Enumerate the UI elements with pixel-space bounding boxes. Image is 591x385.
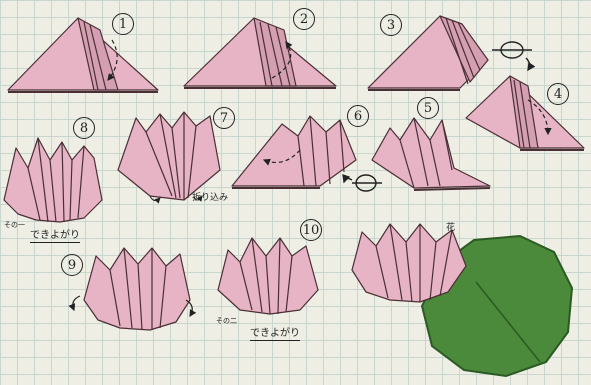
turn-over-symbol-middle: [344, 175, 382, 191]
finished-caption-1: できよがり: [30, 226, 80, 243]
finished-caption-2: できよがり: [250, 324, 300, 341]
step-number-10: 10: [300, 219, 322, 241]
step-number-9: 9: [61, 254, 83, 276]
step-number-1: 1: [112, 13, 134, 35]
flower-label: 花: [446, 220, 455, 233]
step-number-2: 2: [293, 8, 315, 30]
finished-flower: [352, 224, 466, 302]
step-10-figure: [218, 238, 318, 314]
step-9-figure: [73, 248, 192, 330]
step-number-3: 3: [380, 14, 402, 36]
turn-over-symbol-top: [492, 42, 532, 70]
fold-in-note: 折り込み: [192, 190, 228, 203]
step-6-figure: [232, 116, 356, 188]
step-number-4: 4: [547, 83, 569, 105]
step-number-8: 8: [73, 117, 95, 139]
step-number-5: 5: [417, 97, 439, 119]
step-8-figure: [4, 138, 102, 222]
variant-label-1: その一: [4, 220, 25, 230]
step-2-figure: [184, 18, 336, 88]
step-number-7: 7: [213, 107, 235, 129]
step-5-figure: [372, 118, 490, 190]
variant-label-2: その二: [216, 316, 237, 326]
step-7-figure: [118, 112, 220, 201]
step-1-figure: [8, 18, 158, 92]
step-number-6: 6: [347, 105, 369, 127]
